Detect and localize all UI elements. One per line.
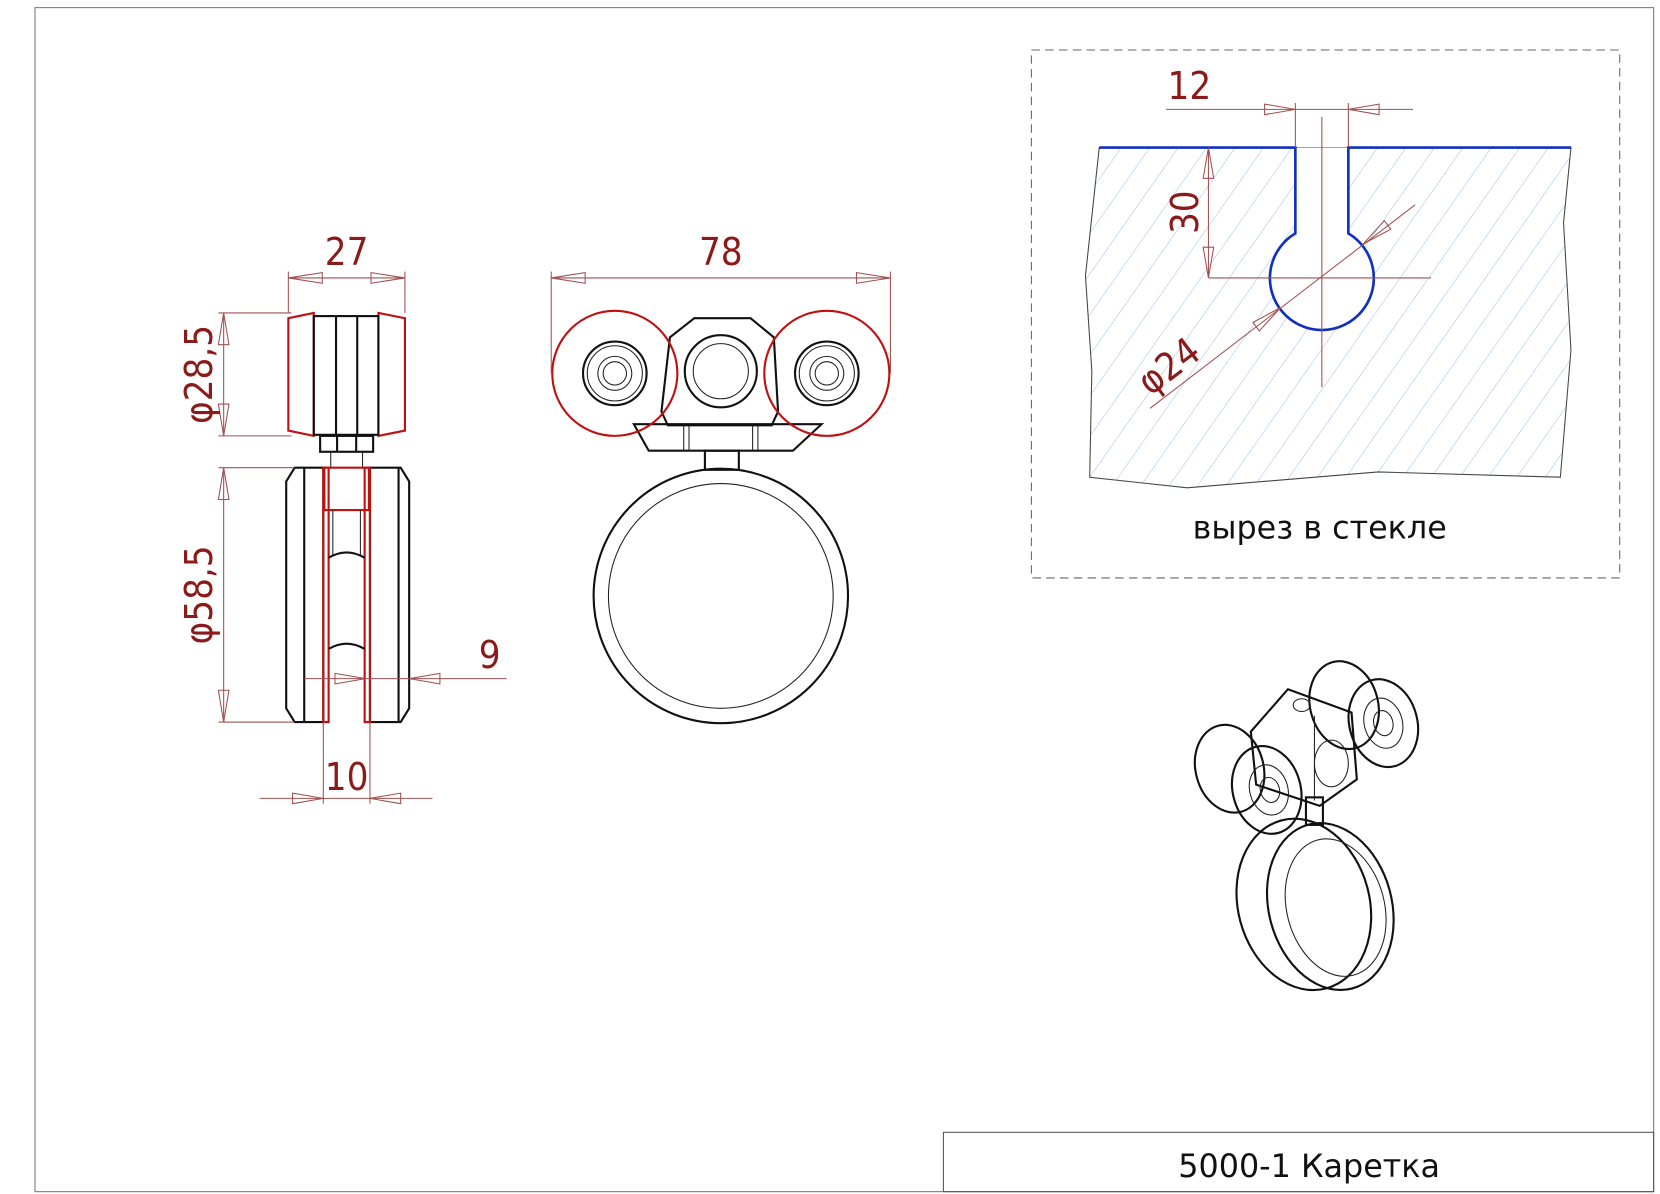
dimension-78: 78	[550, 230, 891, 374]
svg-text:78: 78	[699, 230, 743, 274]
dimension-10: 10	[259, 722, 433, 805]
svg-text:30: 30	[1163, 190, 1207, 234]
dimension-diameter-28-5: φ28,5	[177, 312, 292, 437]
isometric-view	[1193, 660, 1420, 992]
svg-text:27: 27	[325, 230, 369, 274]
svg-text:12: 12	[1168, 64, 1212, 108]
svg-text:φ58,5: φ58,5	[177, 545, 221, 644]
inset-caption: вырез в стекле	[1193, 510, 1447, 547]
svg-text:9: 9	[479, 633, 501, 677]
dimension-12: 12	[1166, 64, 1414, 148]
title-text: 5000-1 Каретка	[1178, 1148, 1440, 1185]
dimension-27: 27	[287, 230, 406, 313]
dimension-30: 30	[1163, 147, 1215, 279]
glass-cutout-inset: вырез в стекле	[1030, 49, 1621, 579]
title-block: 5000-1 Каретка	[942, 1131, 1655, 1193]
side-view	[285, 311, 411, 724]
dimension-diameter-58-5: φ58,5	[177, 467, 295, 723]
front-view	[551, 309, 891, 725]
drawing-frame	[34, 7, 1655, 1193]
svg-text:10: 10	[325, 755, 369, 799]
svg-text:φ28,5: φ28,5	[177, 325, 221, 424]
dimension-9: 9	[304, 633, 507, 685]
